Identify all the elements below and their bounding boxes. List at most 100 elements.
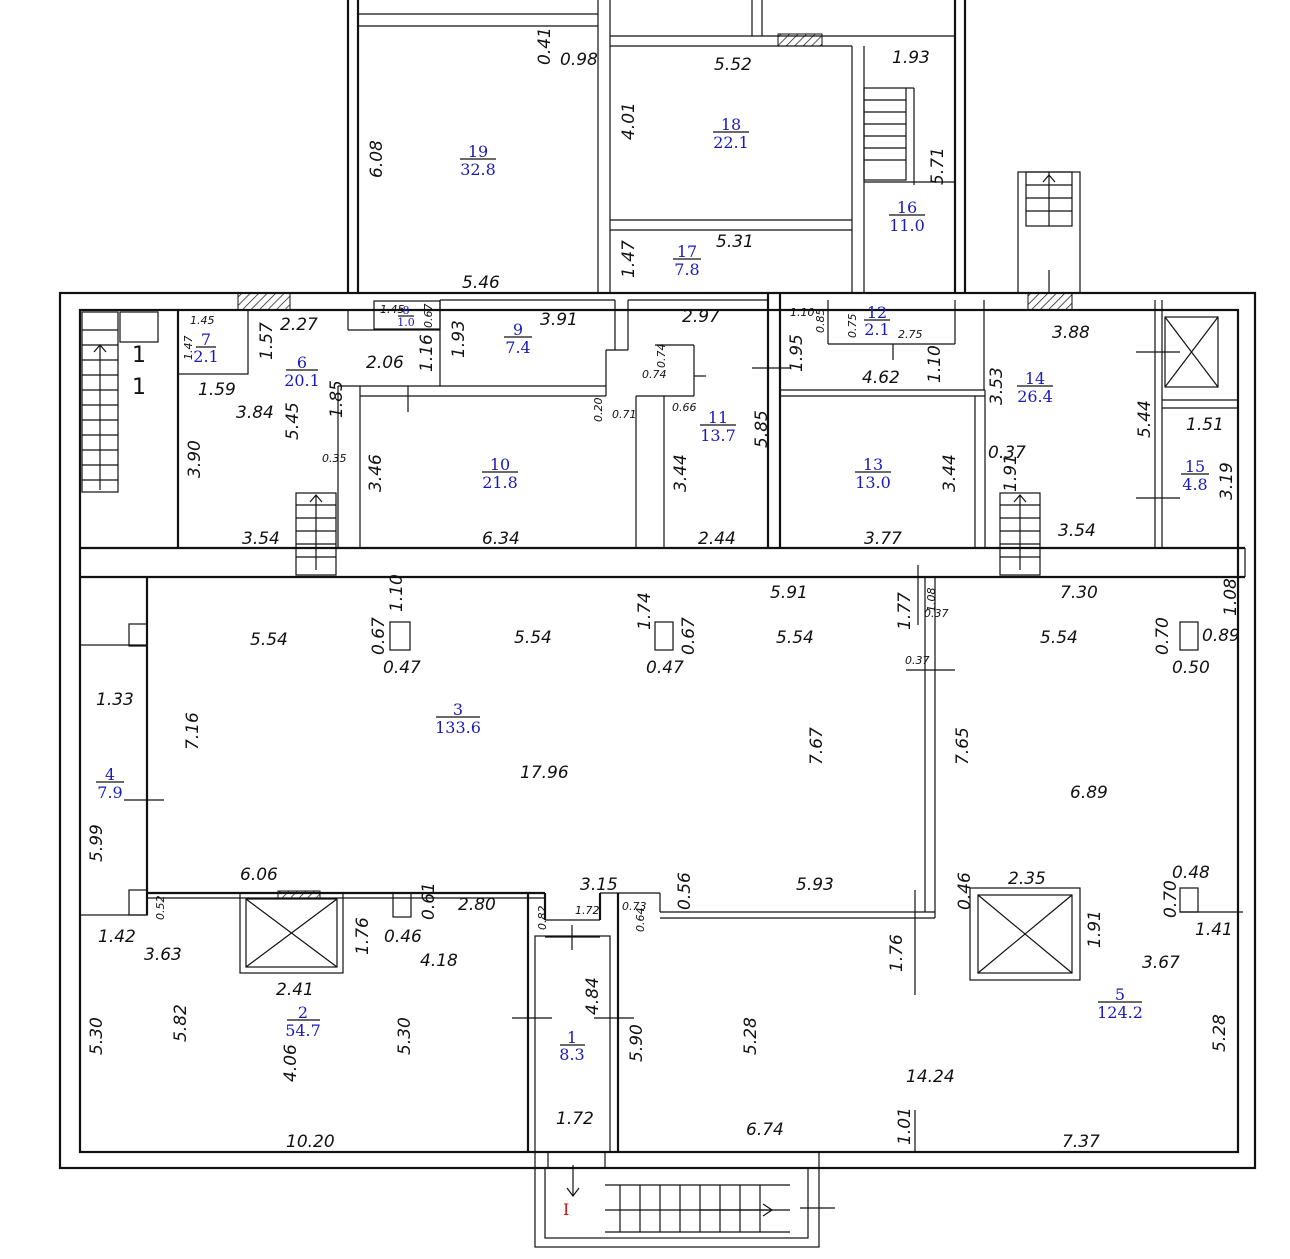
room-3-number: 3 (453, 700, 463, 719)
section-mark: 1 (132, 343, 146, 368)
room-5-area: 124.2 (1097, 1003, 1143, 1022)
dimension-label: 1.77 (895, 592, 915, 630)
dimension-label: 7.16 (183, 712, 203, 750)
dimension-label: 4.18 (420, 951, 458, 971)
room-2-number: 2 (298, 1003, 308, 1022)
dimension-label: 1.95 (787, 334, 807, 372)
room-18-number: 18 (721, 115, 741, 134)
room-5-number: 5 (1115, 985, 1125, 1004)
dimension-label: 3.54 (242, 529, 280, 549)
dimension-label: 5.52 (714, 55, 752, 75)
dimension-label: 1.45 (380, 303, 405, 316)
dimension-label: 6.74 (746, 1120, 784, 1140)
dimension-label: 1.91 (1001, 454, 1021, 492)
room-3-area: 133.6 (435, 718, 481, 737)
dimension-label: 5.85 (752, 410, 772, 448)
dimension-label: 0.48 (1172, 863, 1210, 883)
room-labels: 1 8.3 2 54.7 3 133.6 4 7.9 5 124.2 6 20.… (96, 115, 1209, 1064)
dimension-label: 1.01 (895, 1107, 915, 1145)
room-13-number: 13 (863, 455, 883, 474)
dimension-label: 5.82 (171, 1004, 191, 1042)
dimension-labels: 0.41 0.98 5.52 1.93 4.01 6.08 5.71 5.31 … (87, 27, 1241, 1152)
dimension-label: 1.51 (1186, 415, 1224, 435)
room-12-area: 2.1 (864, 320, 889, 339)
dimension-label: 1.42 (98, 927, 136, 947)
room-16-number: 16 (897, 198, 917, 217)
dimension-label: 1.47 (619, 240, 639, 278)
dimension-label: 5.30 (87, 1017, 107, 1055)
dimension-label: 4.84 (583, 977, 603, 1015)
room-1-number: 1 (567, 1028, 577, 1047)
dimension-label: 3.77 (864, 529, 902, 549)
dimension-label: 0.70 (1153, 617, 1173, 655)
dimension-label: 0.74 (642, 368, 667, 381)
room-10-number: 10 (490, 455, 510, 474)
room-18-area: 22.1 (713, 133, 749, 152)
dimension-label: 5.54 (776, 628, 814, 648)
dimension-label: 5.99 (87, 824, 107, 862)
dimension-label: 0.71 (612, 408, 637, 421)
dimension-label: 10.20 (286, 1132, 335, 1152)
dimension-label: 0.70 (1161, 880, 1181, 918)
door-marks (124, 344, 1180, 1209)
room-14-area: 26.4 (1017, 387, 1053, 406)
dimension-label: 1.08 (925, 588, 938, 613)
dimension-label: 3.44 (671, 454, 691, 492)
dimension-label: 1.72 (556, 1109, 594, 1129)
dimension-label: 1.93 (449, 320, 469, 358)
room-2-area: 54.7 (285, 1021, 321, 1040)
dimension-label: 1.59 (198, 380, 236, 400)
room-6-area: 20.1 (284, 371, 320, 390)
room-19-number: 19 (468, 142, 488, 161)
dimension-label: 5.45 (283, 402, 303, 440)
hatched-walls (237, 33, 1073, 900)
dimension-label: 5.93 (796, 875, 834, 895)
dimension-label: 4.01 (619, 102, 639, 140)
dimension-label: 0.37 (988, 443, 1026, 463)
dimension-label: 3.88 (1052, 323, 1090, 343)
dimension-label: 0.56 (675, 872, 695, 910)
room-11-area: 13.7 (700, 426, 736, 445)
dimension-label: 3.63 (144, 945, 182, 965)
dimension-label: 0.67 (369, 617, 389, 655)
dimension-label: 3.54 (1058, 521, 1096, 541)
dimension-label: 2.75 (898, 328, 923, 341)
dimension-label: 0.73 (622, 900, 647, 913)
room-4-area: 7.9 (97, 783, 122, 802)
room-1-area: 8.3 (559, 1045, 584, 1064)
dimension-label: 5.28 (741, 1017, 761, 1055)
dimension-label: 17.96 (520, 763, 569, 783)
section-mark: 1 (132, 375, 146, 400)
room-9-area: 7.4 (505, 338, 530, 357)
room-8-number: 8 (403, 304, 410, 317)
walls (58, 0, 1257, 1248)
dimension-label: 14.24 (906, 1067, 955, 1087)
room-19-area: 32.8 (460, 160, 496, 179)
dimension-label: 5.44 (1135, 400, 1155, 438)
dimension-label: 0.74 (655, 344, 668, 369)
dimension-label: 3.84 (236, 403, 274, 423)
dimension-label: 3.46 (366, 454, 386, 492)
dimension-label: 1.91 (1085, 910, 1105, 948)
dimension-label: 5.28 (1210, 1014, 1230, 1052)
dimension-label: 3.67 (1142, 953, 1180, 973)
dimension-label: 6.34 (482, 529, 520, 549)
dimension-label: 0.89 (1202, 626, 1240, 646)
dimension-label: 5.46 (462, 273, 500, 293)
dimension-label: 0.75 (846, 314, 859, 339)
dimension-label: 0.41 (535, 27, 555, 65)
dimension-label: 5.30 (395, 1017, 415, 1055)
room-4-number: 4 (105, 765, 115, 784)
dimension-label: 3.90 (185, 440, 205, 478)
dimension-label: 7.65 (953, 727, 973, 765)
dimension-label: 6.08 (367, 140, 387, 178)
dimension-label: 0.47 (646, 658, 684, 678)
dimension-label: 1.10 (790, 306, 815, 319)
dimension-label: 2.27 (280, 315, 318, 335)
dimension-label: 0.66 (672, 401, 697, 414)
dimension-label: 5.90 (627, 1024, 647, 1062)
dimension-label: 1.57 (257, 322, 277, 360)
dimension-label: 7.30 (1060, 583, 1098, 603)
dimension-label: 0.67 (422, 304, 435, 329)
